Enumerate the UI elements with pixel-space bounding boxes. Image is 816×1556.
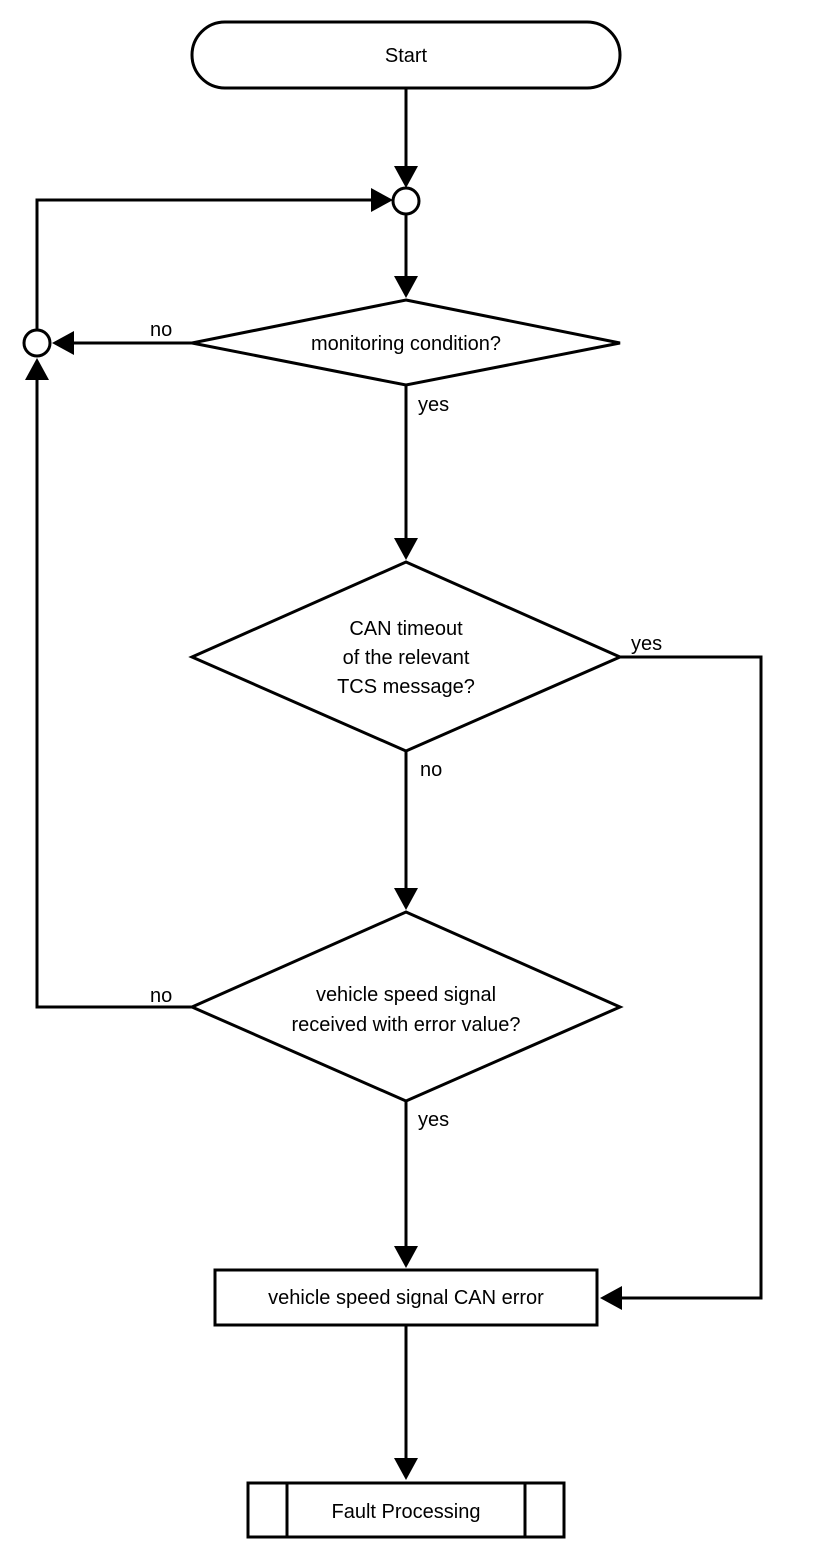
process-can-error: vehicle speed signal CAN error: [213, 1268, 599, 1327]
monitoring-no-label: no: [150, 319, 172, 341]
can-timeout-no-label: no: [420, 759, 442, 781]
arrowhead-junction-top-left: [371, 188, 393, 212]
speed-signal-line-1: vehicle speed signal: [316, 984, 496, 1006]
connector-loop-back: [35, 198, 372, 330]
can-timeout-line-3: TCS message?: [337, 676, 475, 698]
arrowhead-can-timeout: [394, 538, 418, 560]
speed-signal-no-label: no: [150, 985, 172, 1007]
arrowhead-left-junction-up: [25, 358, 49, 380]
arrowhead-left-junction-right: [52, 331, 74, 355]
can-timeout-line-2: of the relevant: [343, 647, 470, 669]
arrowhead-monitoring: [394, 276, 418, 298]
start-label: Start: [385, 45, 428, 67]
connector-can-timeout-yes: [620, 655, 763, 1300]
monitoring-condition-label: monitoring condition?: [311, 333, 501, 355]
can-timeout-yes-label: yes: [631, 633, 662, 655]
speed-signal-yes-label: yes: [418, 1109, 449, 1131]
arrowhead-fault-processing: [394, 1458, 418, 1480]
decision-speed-signal: vehicle speed signal received with error…: [188, 910, 624, 1103]
arrowhead-junction-top: [394, 166, 418, 188]
process-box: [213, 1268, 599, 1327]
arrowhead-process-right: [600, 1286, 622, 1310]
junction-left: [22, 328, 52, 358]
junction-top: [391, 186, 421, 216]
decision-monitoring-condition: monitoring condition?: [191, 298, 621, 387]
decision-can-timeout: CAN timeout of the relevant TCS message?: [188, 560, 624, 753]
process-label: vehicle speed signal CAN error: [268, 1287, 544, 1309]
start-node: Start: [190, 20, 622, 90]
speed-signal-line-2: received with error value?: [292, 1014, 521, 1036]
can-timeout-line-1: CAN timeout: [349, 618, 463, 640]
subprocess-fault-processing: Fault Processing: [246, 1481, 566, 1539]
arrowhead-speed-signal: [394, 888, 418, 910]
monitoring-yes-label: yes: [418, 394, 449, 416]
connector-speed-signal-no: [35, 378, 192, 1009]
subprocess-label: Fault Processing: [332, 1501, 481, 1523]
subprocess-box: [246, 1481, 566, 1539]
arrowhead-process-top: [394, 1246, 418, 1268]
decision-speed-signal-shape: [188, 910, 624, 1103]
